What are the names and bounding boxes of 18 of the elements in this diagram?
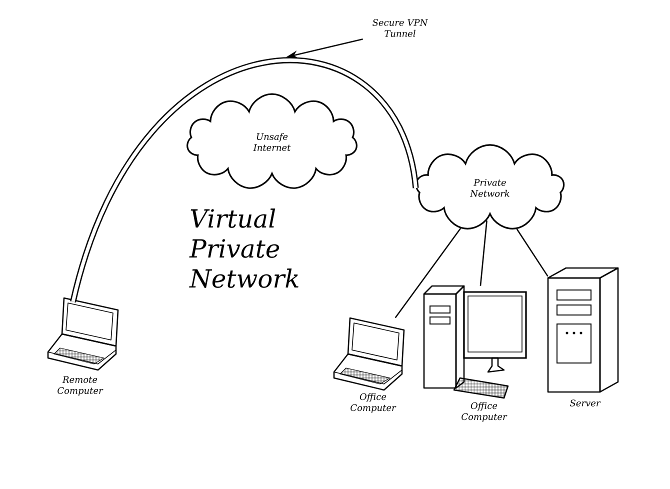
connector-line	[516, 228, 548, 277]
cloud: Unsafe Internet	[186, 93, 358, 189]
tunnel-line	[70, 58, 419, 303]
desktop-computer-drawing	[453, 377, 509, 399]
device-caption: Remote Computer	[58, 376, 104, 396]
cloud: Private Network	[415, 144, 565, 230]
laptop-drawing	[47, 297, 119, 371]
server-drawing	[547, 267, 619, 393]
laptop-drawing	[48, 348, 116, 364]
device-caption: Server	[570, 400, 601, 406]
desktop-computer-drawing	[423, 285, 527, 389]
device-caption: Office Computer	[462, 402, 508, 422]
callout-text: Secure VPN Tunnel	[372, 19, 428, 37]
connector-line	[394, 228, 462, 318]
laptop-drawing	[334, 368, 402, 384]
device-caption: Office Computer	[350, 393, 396, 413]
laptop-drawing	[333, 317, 405, 391]
title: Virtual Private Network	[189, 208, 298, 288]
